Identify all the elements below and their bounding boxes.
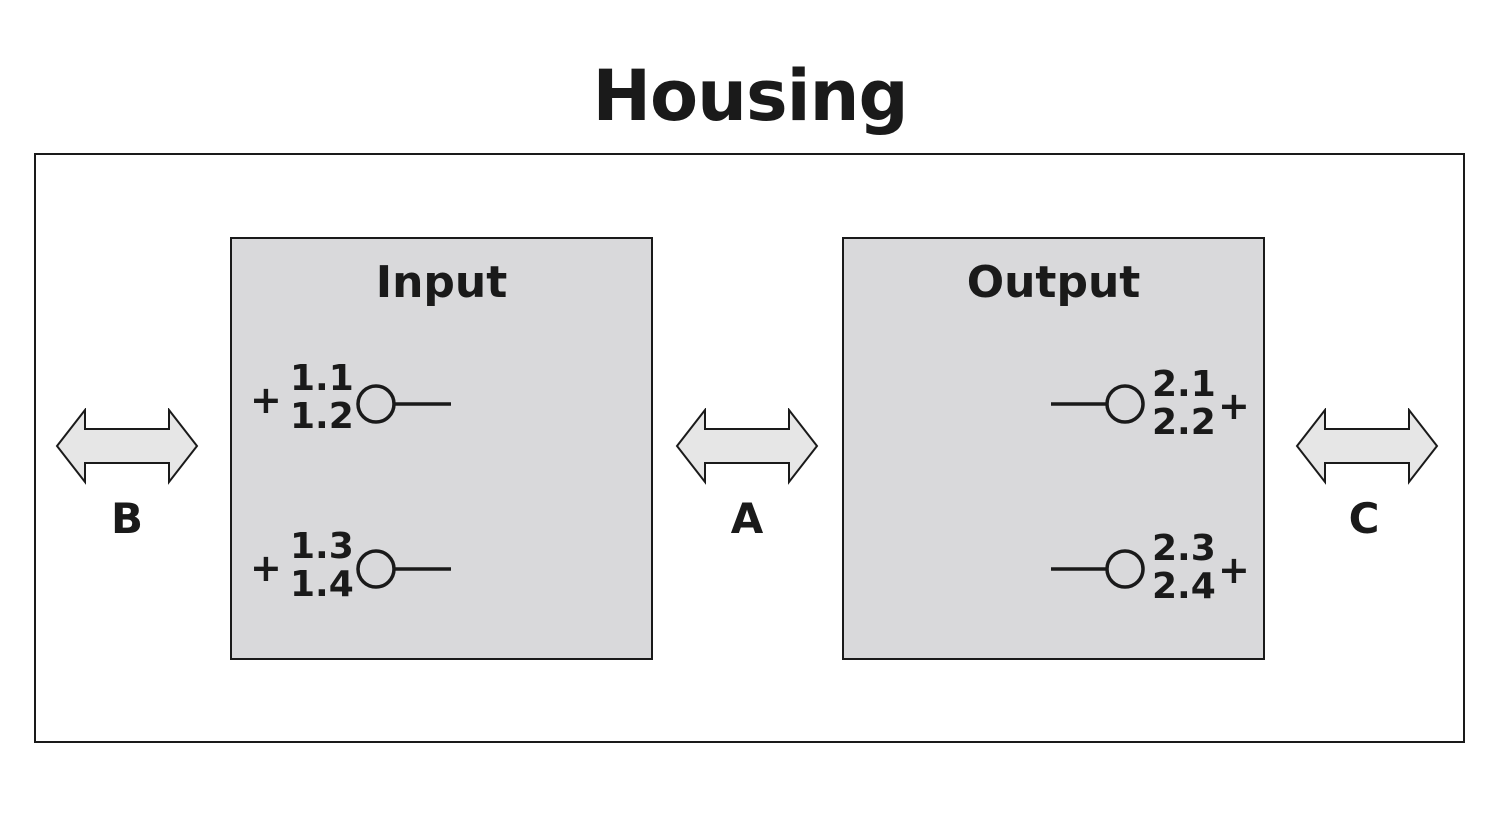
input-terminal-2-plus-sign: + (250, 546, 282, 590)
output-terminal-2-connector-icon (1105, 549, 1145, 589)
output-terminal-1-bottom-label: 2.2 (1152, 402, 1216, 443)
input-module-title: Input (375, 257, 508, 308)
diagram-title: Housing (592, 55, 908, 137)
output-terminal-1-connector-icon (1105, 384, 1145, 424)
input-terminal-2-connector-icon (356, 549, 396, 589)
output-terminal-1-plus-sign: + (1218, 384, 1250, 428)
output-module: Output (842, 237, 1265, 660)
output-module-title: Output (966, 257, 1141, 308)
input-module: Input (230, 237, 653, 660)
input-terminal-1-top-label: 1.1 (290, 358, 354, 399)
output-terminal-2-bottom-label: 2.4 (1152, 566, 1216, 607)
interface-a-label: A (730, 494, 764, 543)
output-terminal-2-top-label: 2.3 (1152, 528, 1216, 569)
input-terminal-2-top-label: 1.3 (290, 526, 354, 567)
input-terminal-1-connector-icon (356, 384, 396, 424)
interface-c-label: C (1348, 494, 1380, 543)
input-terminal-2-bottom-label: 1.4 (290, 564, 354, 605)
input-terminal-1-bottom-label: 1.2 (290, 396, 354, 437)
output-terminal-1-top-label: 2.1 (1152, 364, 1216, 405)
interface-b-double-arrow-icon (55, 408, 199, 485)
interface-c-double-arrow-icon (1295, 408, 1439, 485)
interface-a-double-arrow-icon (675, 408, 819, 485)
interface-b-label: B (110, 494, 143, 543)
output-terminal-2-plus-sign: + (1218, 548, 1250, 592)
housing-frame (34, 153, 1465, 743)
input-terminal-1-plus-sign: + (250, 378, 282, 422)
